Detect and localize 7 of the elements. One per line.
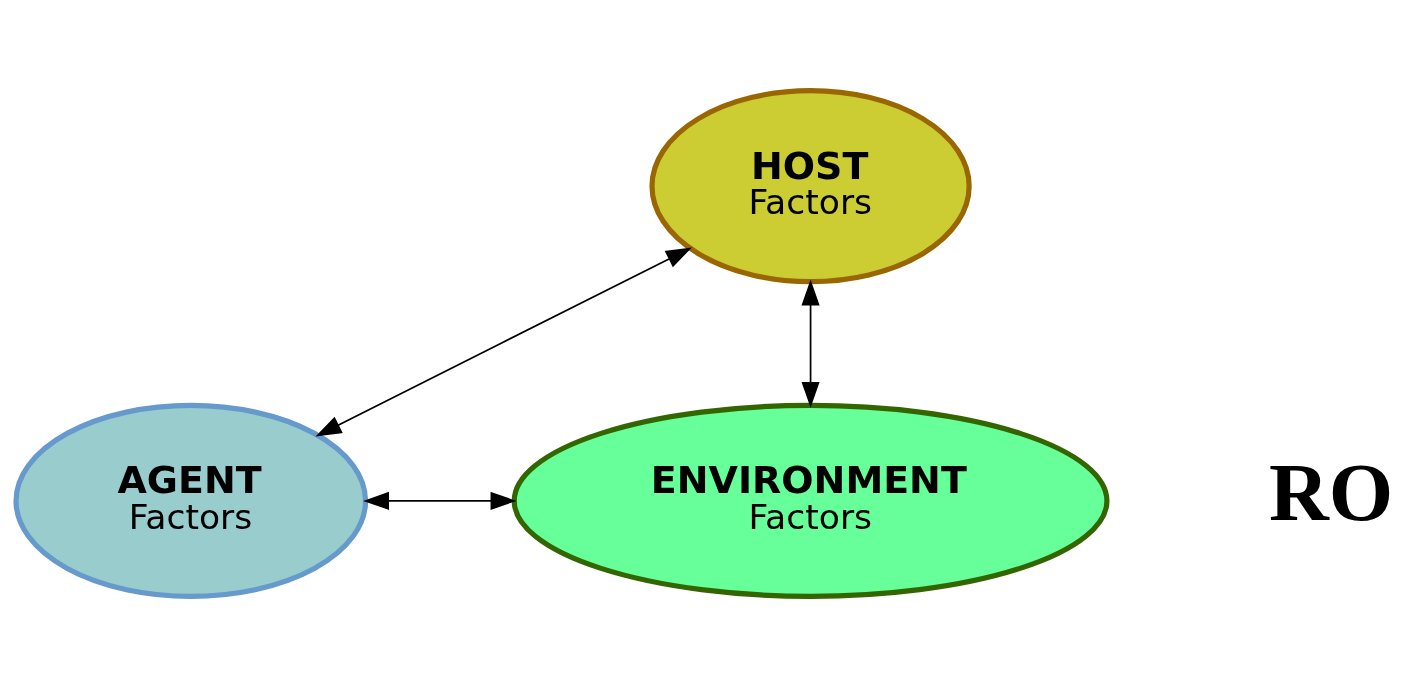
label: RO [1268,445,1394,538]
node-ellipse: AGENT Factors [13,402,369,599]
arrow [363,491,517,510]
node-ellipse: HOST Factors [649,87,972,284]
node-ellipse: ENVIRONMENT Factors [511,402,1110,599]
arrow [801,278,820,408]
arrow [315,246,692,436]
